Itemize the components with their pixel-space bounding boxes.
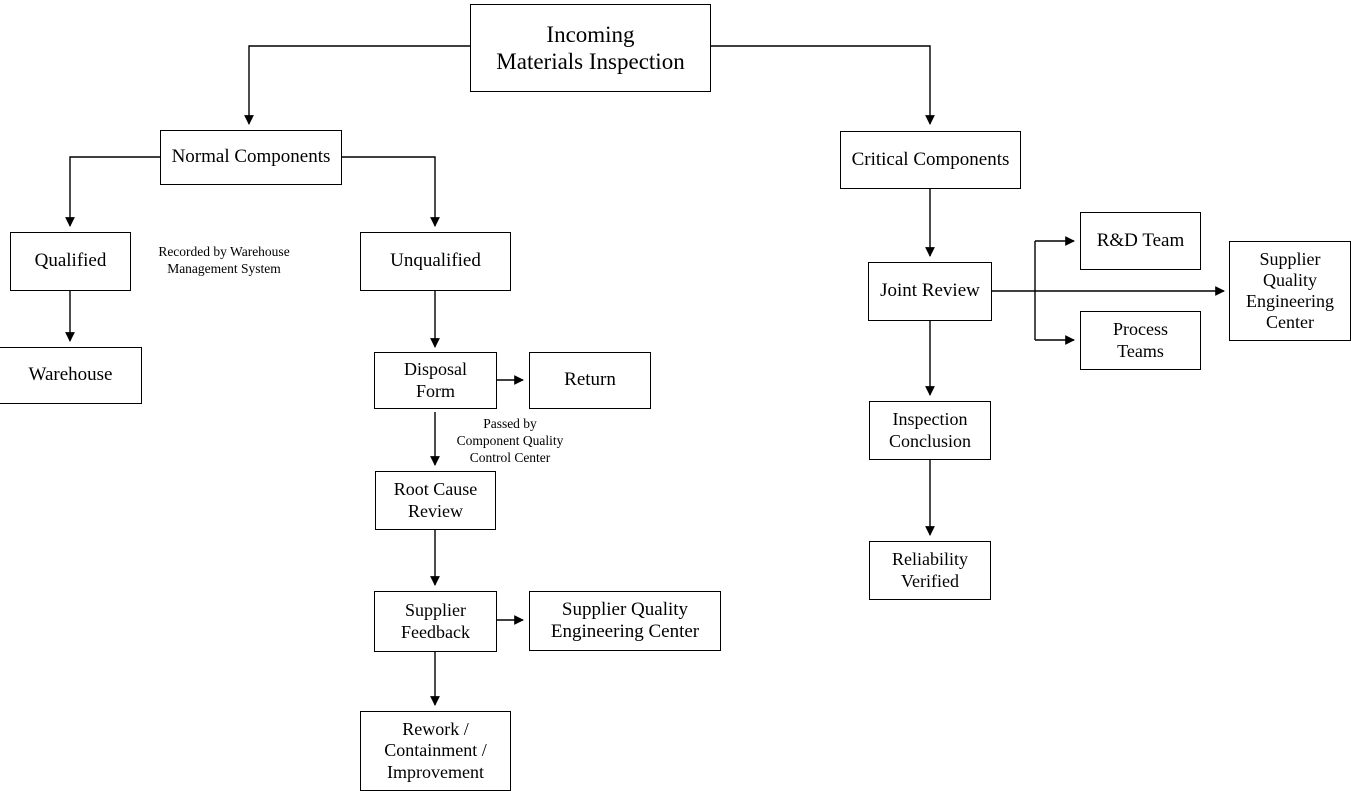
node-rework-containment-improvement[interactable]: Rework / Containment / Improvement <box>360 711 511 791</box>
node-unqualified[interactable]: Unqualified <box>360 232 511 291</box>
node-normal-components[interactable]: Normal Components <box>160 130 342 185</box>
node-warehouse[interactable]: Warehouse <box>0 347 142 404</box>
node-inspection-conclusion[interactable]: Inspection Conclusion <box>869 401 991 460</box>
node-root-cause-review[interactable]: Root Cause Review <box>375 471 496 530</box>
node-process-teams[interactable]: Process Teams <box>1080 311 1201 370</box>
node-joint-review[interactable]: Joint Review <box>868 262 992 321</box>
node-incoming-materials-inspection[interactable]: Incoming Materials Inspection <box>470 4 711 92</box>
node-reliability-verified[interactable]: Reliability Verified <box>869 541 991 600</box>
node-rd-team[interactable]: R&D Team <box>1080 212 1201 270</box>
node-disposal-form[interactable]: Disposal Form <box>374 352 497 409</box>
edge-root-to-critical <box>711 45 935 125</box>
node-critical-components[interactable]: Critical Components <box>840 131 1021 189</box>
edge-normal-to-unqualified <box>342 156 440 227</box>
edge-label-recorded-by-wms: Recorded by Warehouse Management System <box>158 244 290 276</box>
node-supplier-quality-engineering-center-left[interactable]: Supplier Quality Engineering Center <box>529 591 721 651</box>
edge-label-passed-by-cqcc: Passed by Component Quality Control Cent… <box>456 416 564 465</box>
node-supplier-feedback[interactable]: Supplier Feedback <box>374 591 497 652</box>
edge-normal-to-qualified <box>65 156 160 227</box>
node-supplier-quality-engineering-center-right[interactable]: Supplier Quality Engineering Center <box>1229 241 1351 341</box>
node-return[interactable]: Return <box>529 352 651 409</box>
edge-root-to-normal <box>244 45 470 125</box>
node-qualified[interactable]: Qualified <box>10 232 131 291</box>
